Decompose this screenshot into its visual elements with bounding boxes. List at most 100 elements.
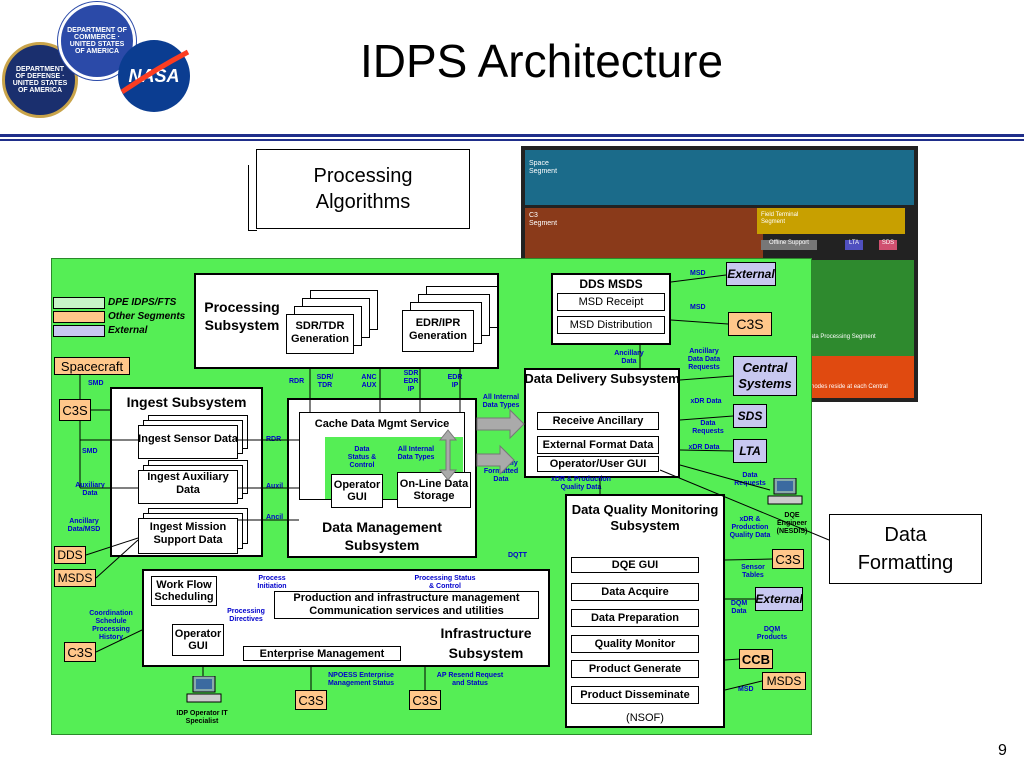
product-disseminate: Product Disseminate [571, 686, 699, 704]
data-acquire: Data Acquire [571, 583, 699, 601]
ingest-sensor-data: Ingest Sensor Data [138, 432, 238, 445]
label-rdr-2: RDR [266, 436, 282, 443]
label-sdr-edr-ip: SDR EDR IP [403, 370, 419, 393]
external-box-top: External [726, 262, 776, 286]
title-rule [0, 134, 1024, 137]
label-ext-formatted: Externally Formatted Data [483, 460, 519, 483]
label-idp-operator: IDP Operator IT Specialist [176, 710, 228, 725]
msd-receipt: MSD Receipt [557, 293, 665, 311]
inset-sds: SDS [879, 240, 897, 250]
enterprise-management: Enterprise Management [243, 646, 401, 661]
external-box-right: External [755, 587, 803, 611]
c3s-box-bottom-left: C3S [64, 642, 96, 662]
label-rdr: RDR [289, 378, 305, 385]
label-data-requests: Data Requests [692, 420, 724, 435]
inset-space-label: Space Segment [529, 160, 558, 175]
spacecraft-box: Spacecraft [54, 357, 130, 375]
dqm-title: Data Quality Monitoring Subsystem [571, 502, 719, 533]
nsof-label: (NSOF) [626, 712, 664, 724]
c3s-box-left: C3S [59, 399, 91, 421]
label-sensor-tables: Sensor Tables [741, 564, 765, 579]
callout-bracket [248, 165, 257, 231]
label-xdr-prod-2: xDR & Production Quality Data [729, 516, 771, 539]
processing-subsystem-title: Processing Subsystem [204, 299, 280, 333]
data-delivery-title: Data Delivery Subsystem [524, 371, 680, 386]
inset-processing-label: Interface Data Processing Segment [781, 334, 876, 340]
stack-card [286, 314, 354, 354]
label-xdr-data: xDR Data [690, 398, 722, 405]
dds-box-left: DDS [54, 546, 86, 564]
workflow-scheduling: Work Flow Scheduling [151, 576, 217, 606]
label-process-initiation: Process Initiation [257, 575, 287, 590]
inset-lta: LTA [845, 240, 863, 250]
ingest-mission-support-data: Ingest Mission Support Data [149, 521, 227, 546]
data-preparation: Data Preparation [571, 609, 699, 627]
inset-c3-band [525, 208, 763, 260]
sds-box: SDS [733, 404, 767, 428]
label-processing-directives: Processing Directives [227, 608, 265, 623]
stack-card [138, 470, 238, 504]
dm-operator-gui: Operator GUI [331, 474, 383, 508]
legend-swatch-external [53, 325, 105, 337]
inset-field-band [757, 208, 905, 234]
title-rule-thin [0, 139, 1024, 141]
legend-label-dpe: DPE IDPS/FTS [108, 297, 177, 308]
label-msd-3: MSD [738, 686, 754, 693]
dod-seal-text: DEPARTMENT OF DEFENSE · UNITED STATES OF… [12, 66, 68, 94]
c3s-box-right: C3S [772, 549, 804, 569]
label-dqm-products: DQM Products [756, 626, 788, 641]
infra-operator-gui: Operator GUI [172, 624, 224, 656]
c3s-box-top: C3S [728, 312, 772, 336]
ingest-auxiliary-data: Ingest Auxiliary Data [147, 471, 229, 496]
label-data-requests-2: Data Requests [734, 472, 766, 487]
label-edr-ip: EDR IP [447, 374, 463, 389]
label-smd-2: SMD [82, 448, 98, 455]
ingest-subsystem-title: Ingest Subsystem [126, 394, 247, 410]
cache-data-mgmt-label: Cache Data Mgmt Service [314, 418, 450, 430]
dds-msds-title: DDS MSDS [579, 277, 643, 291]
label-anc-aux: ANC AUX [361, 374, 377, 389]
label-xdr-data-2: xDR Data [688, 444, 720, 451]
dqe-gui: DQE GUI [571, 557, 699, 573]
data-formatting-callout: Data Formatting [829, 514, 982, 584]
label-anc-data: Ancillary Data [614, 350, 644, 365]
receive-ancillary: Receive Ancillary [537, 412, 659, 430]
operator-user-gui: Operator/User GUI [537, 456, 659, 472]
slide-title: IDPS Architecture [360, 35, 724, 87]
label-msd-2: MSD [690, 304, 706, 311]
infrastructure-title: Infrastructure Subsystem [440, 625, 532, 661]
online-data-storage: On-Line Data Storage [397, 472, 471, 508]
data-formatting-text: Data Formatting [857, 524, 954, 574]
label-coordination: Coordination Schedule Processing History [89, 610, 133, 641]
product-generate: Product Generate [571, 660, 699, 678]
commerce-seal-text: DEPARTMENT OF COMMERCE · UNITED STATES O… [67, 27, 127, 55]
sdr-tdr-generation: SDR/TDR Generation [290, 320, 350, 345]
dqe-workstation-icon [764, 477, 804, 508]
external-format-data: External Format Data [537, 436, 659, 454]
label-all-internal-2: All Internal Data Types [397, 446, 435, 461]
inset-space-band [525, 150, 914, 205]
data-management-title: Data Management Subsystem [322, 519, 442, 553]
label-processing-status: Processing Status & Control [414, 575, 476, 590]
c3s-box-bottom-2: C3S [409, 690, 441, 710]
legend-swatch-other [53, 311, 105, 323]
legend-label-external: External [108, 325, 148, 336]
label-anc-data-msd: Ancillary Data/MSD [67, 518, 101, 533]
inset-c3-label: C3 Segment [529, 212, 558, 227]
label-msd-1: MSD [690, 270, 706, 277]
edr-ipr-generation: EDR/IPR Generation [408, 317, 468, 342]
nasa-meatball-logo: NASA [118, 40, 190, 112]
msds-box-left: MSDS [54, 569, 96, 587]
ccb-box: CCB [739, 649, 773, 669]
label-ap-resend: AP Resend Request and Status [436, 672, 504, 687]
label-xdr-prod: xDR & Production Quality Data [551, 476, 611, 491]
label-data-status: Data Status & Control [347, 446, 377, 469]
label-anc-data-req: Ancillary Data Data Requests [687, 348, 721, 371]
idp-operator-workstation-icon [183, 675, 223, 706]
label-ancil: Ancil [266, 514, 284, 521]
legend-swatch-dpe [53, 297, 105, 309]
stack-card [138, 425, 238, 459]
stack-card [402, 310, 474, 352]
label-aux-data: Auxiliary Data [75, 482, 105, 497]
label-dqe-engineer: DQE Engineer (NESDIS) [776, 512, 808, 535]
